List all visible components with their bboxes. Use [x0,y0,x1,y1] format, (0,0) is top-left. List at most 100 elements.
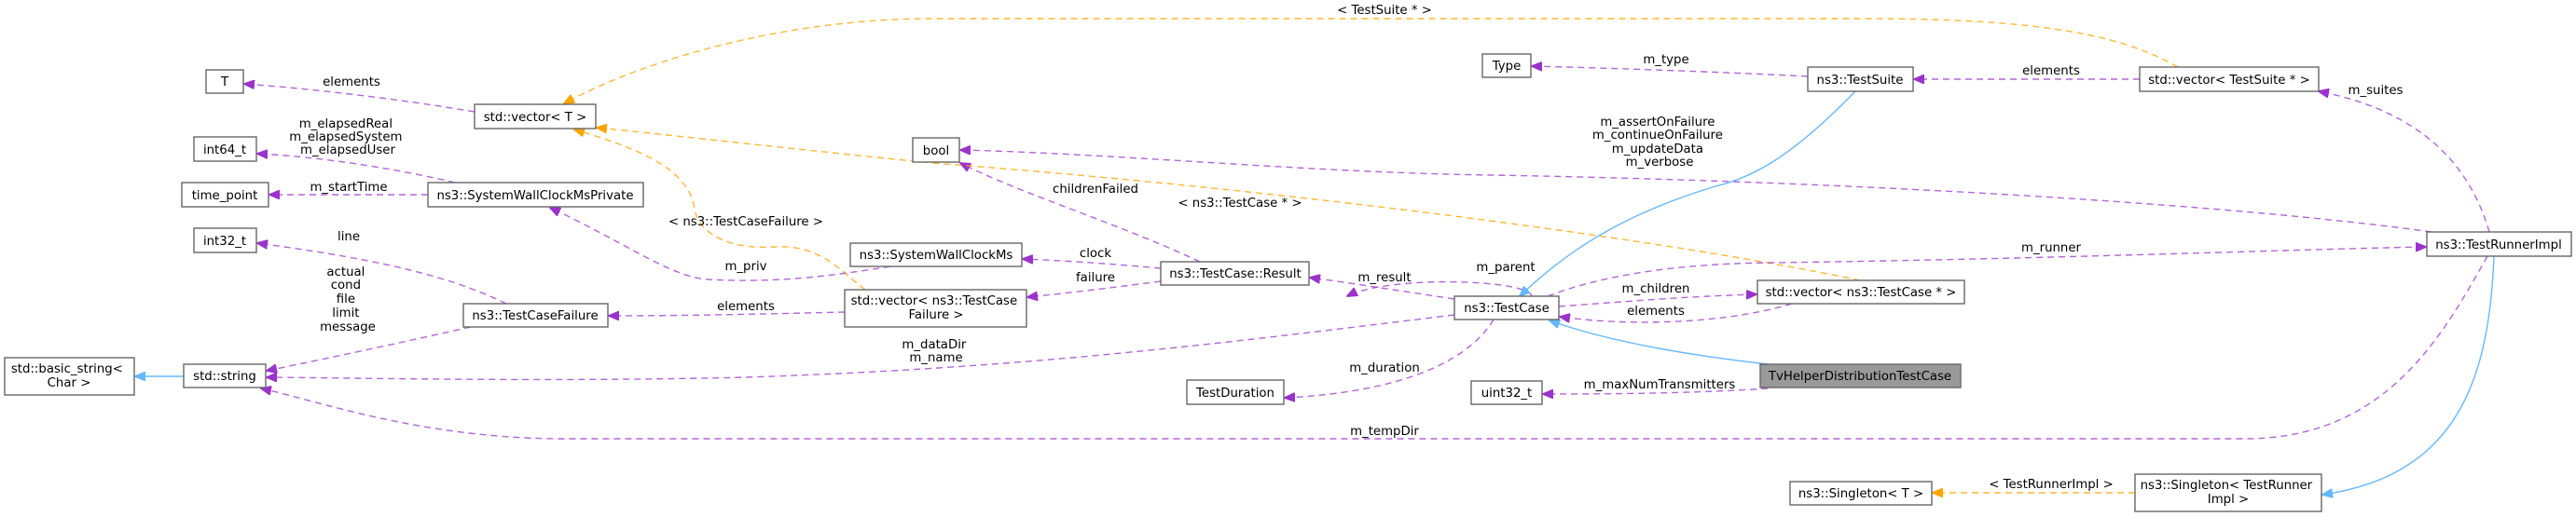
edge-failure-string [267,326,472,371]
node-label: time_point [192,189,258,203]
edge-label-elements: elements [1627,305,1685,319]
edge-label-line: m_updateData [1612,143,1703,156]
edge-label-line: m_assertOnFailure [1600,116,1715,129]
node-label: TvHelperDistributionTestCase [1768,370,1951,384]
node-singleton-testrunnerimpl[interactable]: ns3::Singleton< TestRunner Impl > [2134,473,2322,512]
edge-label-runner-flags: m_assertOnFailure m_continueOnFailure m_… [1592,116,1727,170]
edge-tvhelper-uint32 [1543,388,1769,394]
edge-vectc-vecT [597,128,1861,281]
node-systemwallclockms[interactable]: ns3::SystemWallClockMs [849,242,1023,267]
edge-vectc-testcase [1560,303,1793,323]
edge-vects-vecT [564,18,2179,103]
edge-failure-int32 [257,243,507,305]
edge-priv-int64 [257,154,456,184]
edge-label-duration: m_duration [1349,361,1420,375]
node-basic-string[interactable]: std::basic_string< Char > [4,357,135,396]
node-T[interactable]: T [205,69,244,94]
node-label: int32_t [203,235,246,249]
node-int32-t[interactable]: int32_t [193,227,257,253]
edge-label-tmpl-runner: < TestRunnerImpl > [1989,478,2114,492]
edge-label-maxnum: m_maxNumTransmitters [1584,378,1736,392]
node-label: std::basic_string< Char > [11,362,127,390]
node-label: ns3::SystemWallClockMs [860,249,1013,263]
edge-testsuite-type [1532,66,1809,77]
node-testcase-failure[interactable]: ns3::TestCaseFailure [462,303,609,328]
node-vector-t[interactable]: std::vector< T > [474,103,597,129]
edge-label-tmpl-failure: < ns3::TestCaseFailure > [668,215,823,229]
node-label: ns3::Singleton< TestRunner Impl > [2141,479,2317,507]
node-testsuite[interactable]: ns3::TestSuite [1807,66,1914,92]
edge-label-runner: m_runner [2021,241,2082,255]
edge-label-tmpl-testcase: < ns3::TestCase * > [1178,197,1302,211]
node-testcase[interactable]: ns3::TestCase [1453,295,1560,320]
node-vector-testsuite-ptr[interactable]: std::vector< TestSuite * > [2139,66,2320,92]
edge-runner-vects [2319,91,2490,233]
node-time-point[interactable]: time_point [181,182,269,208]
edge-label-priv: m_priv [724,260,766,274]
node-singleton-t[interactable]: ns3::Singleton< T > [1789,481,1933,506]
edge-label-tempdir: m_tempDir [1350,425,1419,439]
node-bool[interactable]: bool [912,137,960,163]
node-std-string[interactable]: std::string [183,363,267,388]
edge-result-wallclock [1023,259,1162,269]
edge-label-line: limit [332,306,359,320]
edge-label-line: cond [331,279,361,293]
edge-label-line: m_elapsedUser [300,143,395,157]
edge-testsuite-testcase [1520,90,1856,296]
node-label: ns3::Singleton< T > [1798,487,1923,501]
node-testrunnerimpl[interactable]: ns3::TestRunnerImpl [2426,231,2572,257]
edge-testcase-runner [1547,247,2426,297]
edge-label-line: m_dataDir [902,338,966,352]
node-label: TestDuration [1195,387,1274,401]
node-test-duration[interactable]: TestDuration [1186,379,1285,405]
node-label-line: ns3::Singleton< TestRunner [2141,479,2313,493]
edge-result-vecfail [1027,280,1162,297]
edge-label-line: m_continueOnFailure [1592,129,1723,143]
node-label: ns3::TestSuite [1817,74,1904,88]
node-label: ns3::TestCase [1464,302,1550,316]
edge-label-line: m_verbose [1626,156,1694,170]
node-int64-t[interactable]: int64_t [193,136,257,162]
node-label: uint32_t [1481,387,1533,401]
node-tvhelper-distribution-testcase[interactable]: TvHelperDistributionTestCase [1759,363,1962,388]
edge-label-line: m_name [909,351,962,365]
node-label: ns3::SystemWallClockMsPrivate [436,189,633,203]
node-label: ns3::TestCaseFailure [472,309,598,323]
edge-vecfail-vecT [574,129,866,291]
node-label-line: Impl > [2208,493,2249,507]
edge-label-elements: elements [323,75,380,89]
node-vector-testcase-ptr[interactable]: std::vector< ns3::TestCase * > [1756,279,1965,305]
node-label-line: std::basic_string< [11,362,123,376]
node-label: ns3::TestCase::Result [1169,267,1302,281]
edge-vector-t-elements [244,84,475,113]
edge-runner-singleton [2322,255,2495,495]
edge-label-failure-fields: actual cond file limit message [320,265,376,334]
node-type[interactable]: Type [1481,53,1532,78]
edge-runner-bool [960,150,2432,233]
edge-label-result: m_result [1357,271,1411,285]
edge-label-line: m_elapsedReal [299,117,393,131]
node-label: std::string [193,370,256,384]
edge-testcase-children [1558,294,1756,307]
edge-tvhelper-testcase [1550,320,1769,365]
node-label: ns3::TestRunnerImpl [2435,238,2562,252]
node-label: int64_t [203,143,246,157]
nodes: T std::vector< T > int64_t time_point ns… [4,53,2572,512]
node-label: std::vector< ns3::TestCase * > [1766,286,1957,300]
edge-result-bool [960,163,1201,263]
node-systemwallclockms-private[interactable]: ns3::SystemWallClockMsPrivate [427,182,644,208]
edge-label-elements: elements [2022,64,2080,78]
node-uint32-t[interactable]: uint32_t [1470,380,1543,405]
edge-label-datadir: m_dataDir m_name [902,338,970,365]
edge-label-suites: m_suites [2349,84,2404,98]
node-vector-testcase-failure[interactable]: std::vector< ns3::TestCase Failure > [844,289,1027,328]
node-label: Type [1492,60,1522,74]
node-testcase-result[interactable]: ns3::TestCase::Result [1160,261,1310,286]
edge-label-childrenfailed: childrenFailed [1053,183,1138,197]
edge-testcase-string [267,314,1455,379]
edge-wallclock-priv [550,208,891,281]
edge-testcase-duration [1285,319,1495,398]
edge-label-line: file [337,293,355,306]
edge-label-line-field: line [337,230,360,244]
edge-label-failure: failure [1076,271,1115,285]
